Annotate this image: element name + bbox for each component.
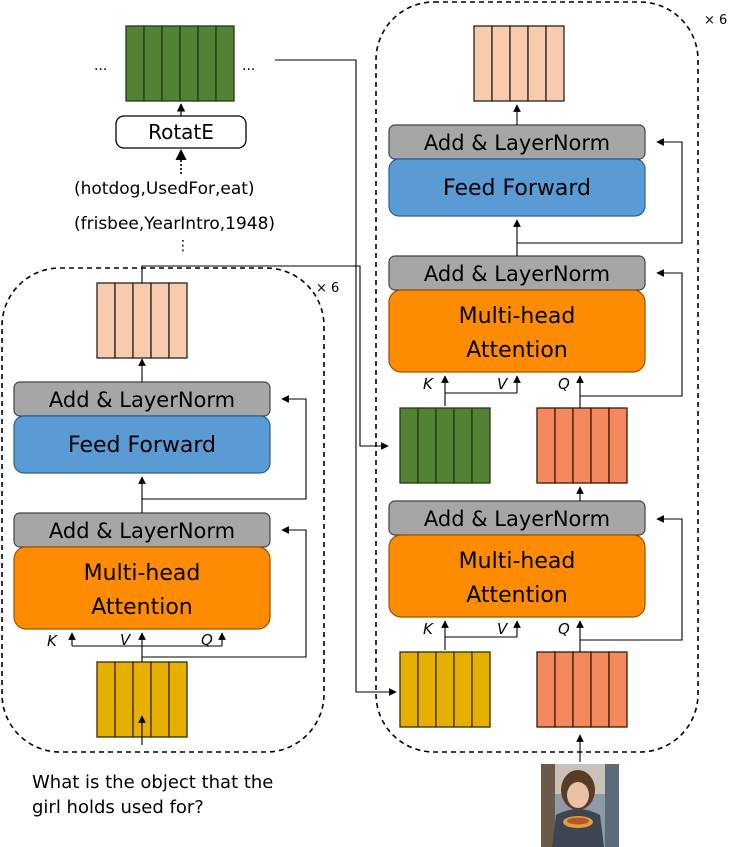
right-upper-k-label: K xyxy=(423,375,434,393)
token-bar xyxy=(215,25,235,102)
token-bar xyxy=(399,407,419,484)
right-feed-forward xyxy=(388,158,646,217)
left-add-norm-top-label: Add & LayerNorm xyxy=(49,388,235,412)
right-connections xyxy=(275,59,683,762)
token-bar xyxy=(399,651,419,728)
left-add-norm-bottom-label: Add & LayerNorm xyxy=(49,519,235,543)
left-k-label: K xyxy=(47,632,58,650)
right-cross-attention-label-1: Multi-head xyxy=(459,304,576,329)
right-self-attention-label-2: Attention xyxy=(466,583,568,608)
token-bar xyxy=(96,661,116,738)
kg-ellipsis-left: ... xyxy=(94,58,107,74)
token-bar xyxy=(572,651,592,728)
right-lower-v-label: V xyxy=(497,620,509,638)
token-bar xyxy=(608,651,628,728)
kg-key-value-stack xyxy=(399,407,491,484)
left-encoder-container xyxy=(1,267,325,753)
image-query-stack-lower xyxy=(536,651,628,728)
token-bar xyxy=(96,282,116,359)
left-multi-head-attention xyxy=(13,546,271,630)
token-bar xyxy=(527,25,547,102)
token-bar xyxy=(608,407,628,484)
kg-triple-1: (hotdog,UsedFor,eat) xyxy=(74,179,255,199)
girl-photo-icon xyxy=(541,764,619,847)
right-add-norm-low-label: Add & LayerNorm xyxy=(424,507,610,531)
question-line-1: What is the object that the xyxy=(32,772,273,793)
right-add-norm-mid-label: Add & LayerNorm xyxy=(424,262,610,286)
right-upper-v-label: V xyxy=(497,375,509,393)
token-bar xyxy=(536,651,556,728)
token-bar xyxy=(114,661,134,738)
right-upper-q-label: Q xyxy=(558,375,570,393)
left-output-stack xyxy=(96,282,188,359)
question-line-2: girl holds used for? xyxy=(32,797,204,818)
right-cross-attention-label-2: Attention xyxy=(466,338,568,363)
token-bar xyxy=(168,661,188,738)
token-bar xyxy=(590,407,610,484)
token-bar xyxy=(453,407,473,484)
text-key-value-stack xyxy=(399,651,491,728)
left-repeat-label: × 6 xyxy=(316,281,339,296)
token-bar xyxy=(590,651,610,728)
token-bar xyxy=(435,651,455,728)
token-bar xyxy=(545,25,565,102)
right-lower-k-label: K xyxy=(423,620,434,638)
token-bar xyxy=(125,25,145,102)
token-bar xyxy=(572,407,592,484)
image-query-stack-upper xyxy=(536,407,628,484)
left-connections xyxy=(68,265,389,745)
token-bar xyxy=(435,407,455,484)
left-attention-label-1: Multi-head xyxy=(84,561,201,586)
kg-ellipsis-right: ... xyxy=(242,58,255,74)
question-token-stack xyxy=(96,661,188,738)
left-feed-forward xyxy=(13,415,271,474)
right-cross-attention xyxy=(388,289,646,373)
token-bar xyxy=(161,25,181,102)
right-output-stack xyxy=(473,25,565,102)
token-bar xyxy=(143,25,163,102)
token-bar xyxy=(491,25,511,102)
token-bar xyxy=(554,651,574,728)
right-feed-forward-label: Feed Forward xyxy=(443,176,591,201)
right-self-attention xyxy=(388,534,646,618)
left-feed-forward-label: Feed Forward xyxy=(68,433,216,458)
token-bar xyxy=(453,651,473,728)
kg-triple-2: (frisbee,YearIntro,1948) xyxy=(74,214,275,234)
token-bar xyxy=(536,407,556,484)
token-bar xyxy=(417,407,437,484)
token-bar xyxy=(197,25,217,102)
token-bar xyxy=(473,25,493,102)
token-bar xyxy=(150,282,170,359)
kg-ellipsis-below: ⋮ xyxy=(176,238,190,254)
left-q-label: Q xyxy=(201,631,213,649)
token-bar xyxy=(168,282,188,359)
left-v-label: V xyxy=(120,631,132,649)
right-repeat-label: × 6 xyxy=(704,13,727,28)
token-bar xyxy=(114,282,134,359)
rotate-label: RotatE xyxy=(148,120,214,144)
token-bar xyxy=(417,651,437,728)
right-add-norm-top-label: Add & LayerNorm xyxy=(424,131,610,155)
left-attention-label-2: Attention xyxy=(91,595,193,620)
right-lower-q-label: Q xyxy=(558,620,570,638)
token-bar xyxy=(471,407,491,484)
token-bar xyxy=(554,407,574,484)
token-bar xyxy=(150,661,170,738)
token-bar xyxy=(471,651,491,728)
token-bar xyxy=(132,282,152,359)
kg-embedding-stack xyxy=(125,25,235,102)
token-bar xyxy=(509,25,529,102)
right-encoder-container xyxy=(375,1,699,753)
right-self-attention-label-1: Multi-head xyxy=(459,549,576,574)
token-bar xyxy=(179,25,199,102)
